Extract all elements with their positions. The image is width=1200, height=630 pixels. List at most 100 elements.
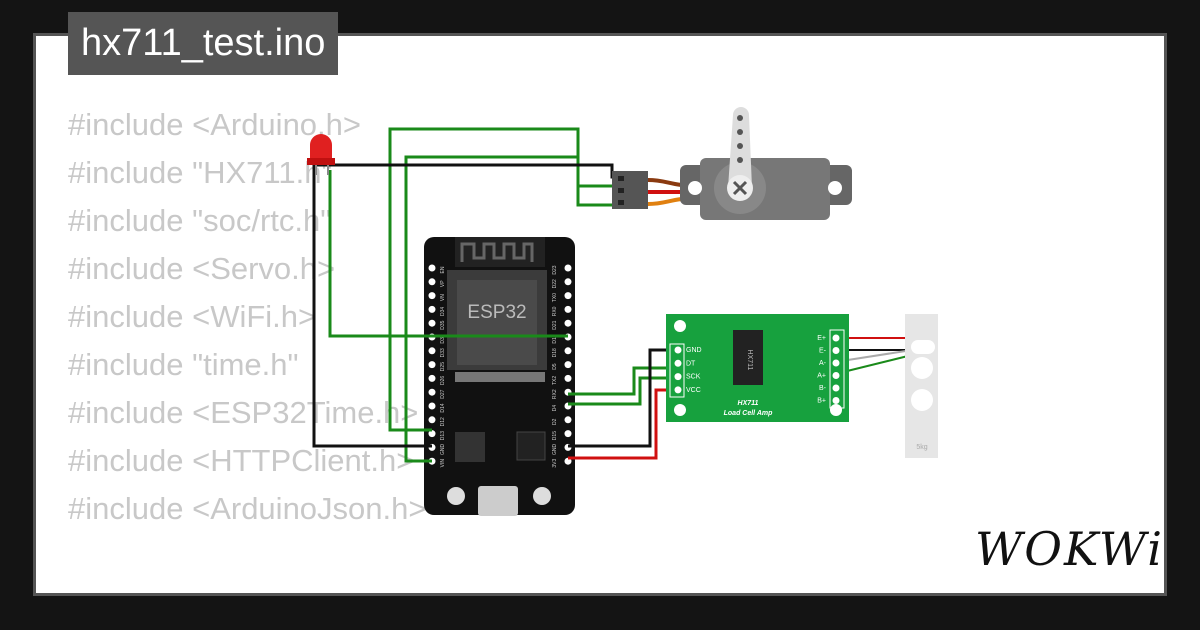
pin-label: D21 xyxy=(552,320,558,329)
esp32-board[interactable]: ESP32 ENVPVND34D35D32D33D25D26D27D14D12D… xyxy=(424,237,575,516)
pin-label: D14 xyxy=(440,403,446,412)
pin-header[interactable] xyxy=(564,319,572,327)
code-line: #include <Arduino.h> xyxy=(68,107,362,142)
pin-header[interactable] xyxy=(674,386,682,394)
hx711-pins-left[interactable]: GND DT SCK VCC xyxy=(674,346,702,394)
pin-header[interactable] xyxy=(428,388,436,396)
pin-label: D26 xyxy=(440,376,446,385)
pin-header[interactable] xyxy=(832,359,840,367)
load-cell[interactable]: 5kg xyxy=(905,314,938,458)
pin-label: RX0 xyxy=(552,306,558,316)
code-line: #include <ArduinoJson.h> xyxy=(68,491,427,526)
pin-header[interactable] xyxy=(564,264,572,272)
wokwi-logo: WOKWi xyxy=(975,522,1164,576)
pin-label: B- xyxy=(819,385,827,392)
pin-header[interactable] xyxy=(674,359,682,367)
code-line: #include <Servo.h> xyxy=(68,251,336,286)
pin-label: D25 xyxy=(440,362,446,371)
pin-label: GND xyxy=(440,443,446,455)
pin-label: VIN xyxy=(440,459,446,468)
pin-label: D5 xyxy=(552,363,558,370)
pin-header[interactable] xyxy=(832,334,840,342)
servo-motor[interactable] xyxy=(612,107,852,220)
pin-label: D34 xyxy=(440,307,446,316)
pin-header[interactable] xyxy=(428,430,436,438)
pin-label: GND xyxy=(686,347,702,354)
pin-header[interactable] xyxy=(428,319,436,327)
pin-label: D27 xyxy=(440,389,446,398)
pin-header[interactable] xyxy=(564,374,572,382)
pin-header[interactable] xyxy=(832,384,840,392)
wire-green xyxy=(328,170,568,338)
code-line: #include "soc/rtc.h" xyxy=(68,203,332,238)
pin-label: D22 xyxy=(552,279,558,288)
pin-label: D13 xyxy=(440,431,446,440)
pin-header[interactable] xyxy=(428,416,436,424)
pin-label: RX2 xyxy=(552,389,558,399)
pin-label: 3V3 xyxy=(552,459,558,468)
pin-label: VN xyxy=(440,294,446,301)
wire-red xyxy=(568,388,678,460)
pin-header[interactable] xyxy=(674,373,682,381)
pin-header[interactable] xyxy=(428,305,436,313)
pin-label: D2 xyxy=(552,418,558,425)
pin-header[interactable] xyxy=(564,416,572,424)
pin-header[interactable] xyxy=(428,292,436,300)
pin-label: TX2 xyxy=(552,376,558,385)
load-cell-label: 5kg xyxy=(916,444,927,451)
pin-header[interactable] xyxy=(428,374,436,382)
pin-label: GND xyxy=(552,443,558,455)
pin-label: D32 xyxy=(440,334,446,343)
pin-label: E- xyxy=(819,348,827,355)
pin-header[interactable] xyxy=(428,347,436,355)
pin-header[interactable] xyxy=(564,347,572,355)
code-editor-background: #include <Arduino.h> #include "HX711.h" … xyxy=(68,101,426,581)
pin-label: D12 xyxy=(440,417,446,426)
pin-label: A- xyxy=(819,360,827,367)
project-filename-tab[interactable]: hx711_test.ino xyxy=(68,12,339,75)
wire-black xyxy=(568,348,678,448)
pin-label: E+ xyxy=(817,335,826,342)
pin-label: D23 xyxy=(552,265,558,274)
hx711-chip-label: HX711 xyxy=(746,350,753,371)
pin-label: D19 xyxy=(552,334,558,343)
pin-label: B+ xyxy=(817,398,826,405)
pin-label: D4 xyxy=(552,405,558,412)
code-line: #include <ESP32Time.h> xyxy=(68,395,419,430)
pin-header[interactable] xyxy=(564,278,572,286)
pin-header[interactable] xyxy=(428,278,436,286)
pin-header[interactable] xyxy=(428,361,436,369)
hx711-title: HX711 xyxy=(738,400,759,407)
pin-header[interactable] xyxy=(428,402,436,410)
pin-label: VCC xyxy=(686,387,701,394)
esp32-label: ESP32 xyxy=(467,302,526,323)
red-led[interactable] xyxy=(307,134,335,175)
pin-header[interactable] xyxy=(564,361,572,369)
wire-green xyxy=(568,366,678,396)
pin-label: D15 xyxy=(552,431,558,440)
pin-header[interactable] xyxy=(674,346,682,354)
pin-header[interactable] xyxy=(428,264,436,272)
pin-label: VP xyxy=(440,280,446,287)
pin-label: D35 xyxy=(440,320,446,329)
pin-header[interactable] xyxy=(564,292,572,300)
wire-green xyxy=(404,155,615,463)
wire-green xyxy=(388,127,615,432)
code-line: #include <WiFi.h> xyxy=(68,299,317,334)
pin-header[interactable] xyxy=(564,305,572,313)
pin-label: SCK xyxy=(686,374,701,381)
hx711-subtitle: Load Cell Amp xyxy=(724,410,773,417)
pin-label: DT xyxy=(686,360,696,367)
pin-header[interactable] xyxy=(832,347,840,354)
pin-label: D18 xyxy=(552,348,558,357)
code-line: #include "time.h" xyxy=(68,347,299,382)
canvas-frame xyxy=(33,33,1167,596)
pin-label: A+ xyxy=(817,373,826,380)
pin-header[interactable] xyxy=(564,430,572,438)
esp32-pins-right[interactable]: D23D22TX0RX0D21D19D18D5TX2RX2D4D2D15GND3… xyxy=(552,264,572,468)
hx711-pins-right[interactable]: E+ E- A- A+ B- B+ xyxy=(817,334,840,405)
pin-header[interactable] xyxy=(832,372,840,379)
hx711-module[interactable]: HX711 HX711 Load Cell Amp GND DT SCK VCC E+… xyxy=(666,314,849,422)
pin-header[interactable] xyxy=(832,397,840,404)
